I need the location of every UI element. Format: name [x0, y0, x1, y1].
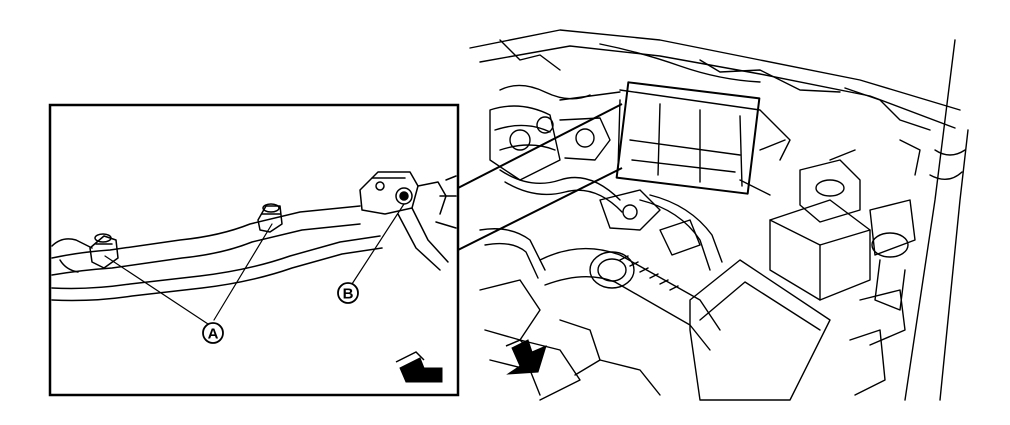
detail-region-box	[615, 81, 761, 195]
detail-leader-lines	[457, 103, 623, 251]
callout-b: B	[337, 282, 359, 304]
front-direction-arrow-icon	[395, 351, 443, 383]
callout-a: A	[202, 322, 224, 344]
front-direction-arrow-icon	[505, 339, 547, 375]
callout-a-label: A	[208, 326, 219, 343]
detail-inset-drawing	[51, 171, 457, 325]
callout-b-label: B	[343, 286, 354, 303]
detail-inset-frame	[48, 103, 460, 397]
engine-bay-overview	[469, 29, 969, 401]
